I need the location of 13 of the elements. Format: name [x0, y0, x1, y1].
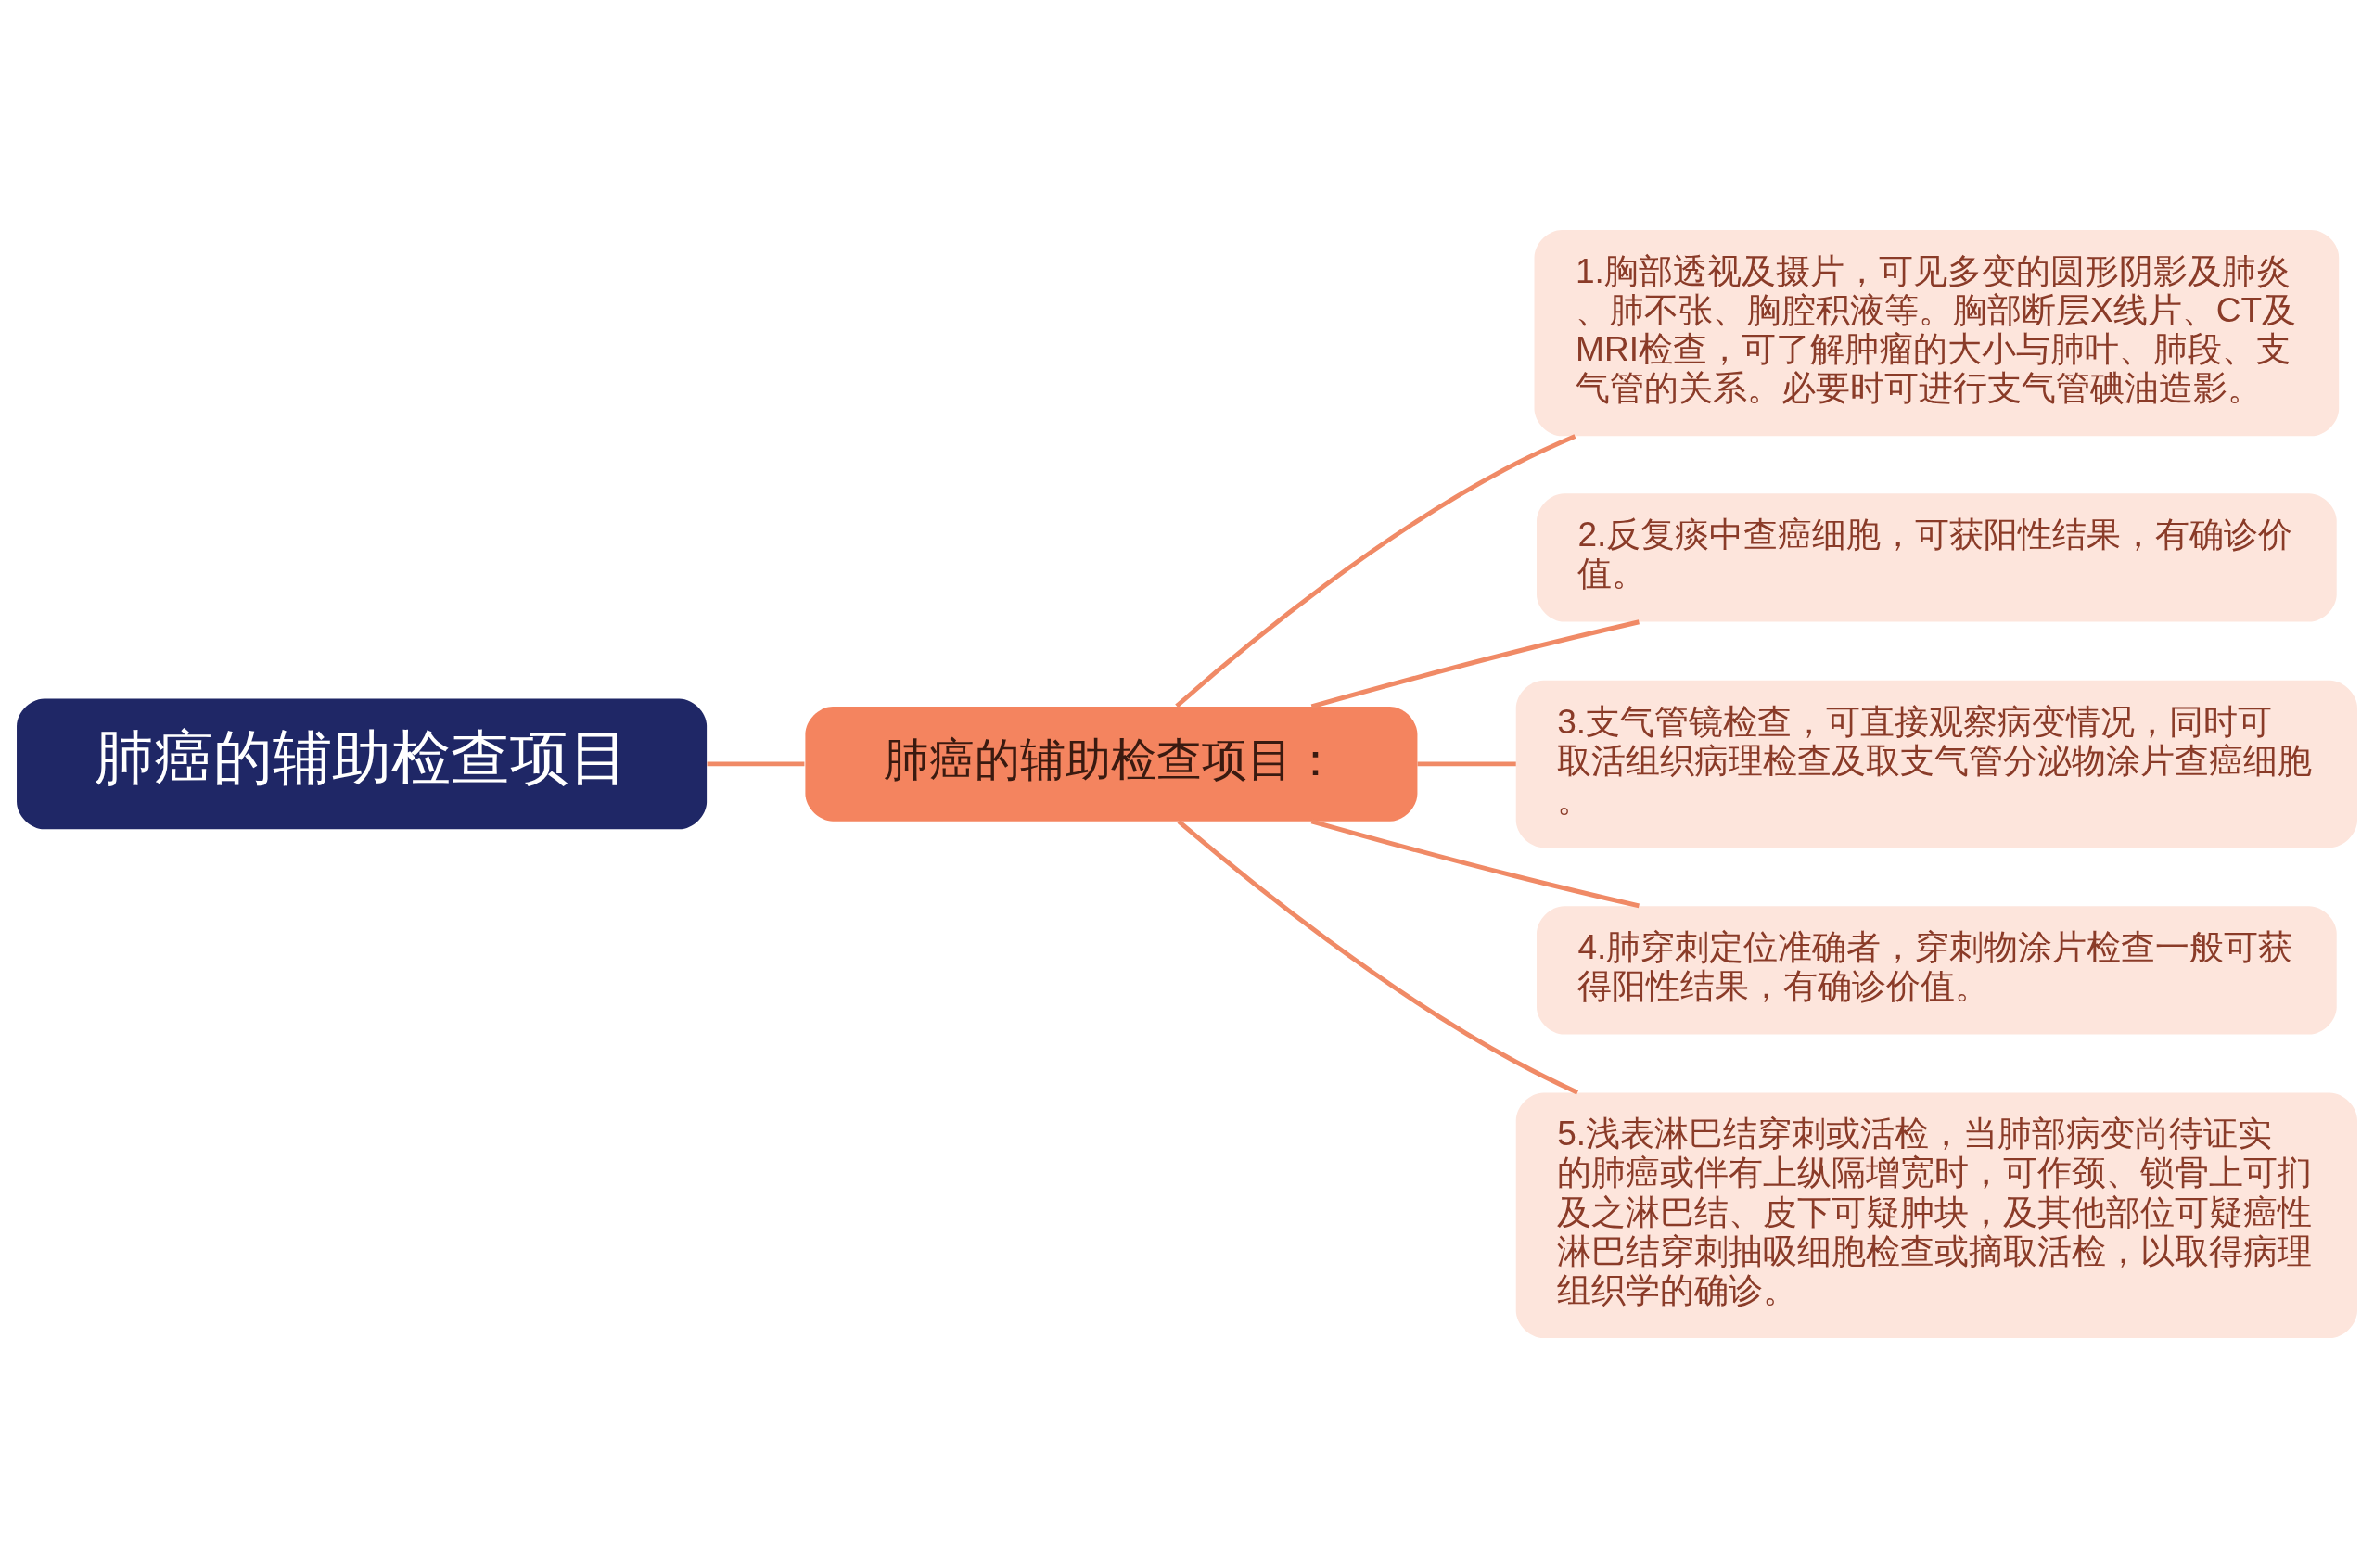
node-box: 4.肺穿刺定位准确者，穿刺物涂片检查一般可获得阳性结果，有确诊价值。 [1537, 906, 2337, 1035]
node-box: 2.反复痰中查癌细胞，可获阳性结果，有确诊价值。 [1537, 493, 2337, 622]
connector [1417, 761, 1516, 767]
node-box: 5.浅表淋巴结穿刺或活检，当肺部病变尚待证实的肺癌或伴有上纵隔增宽时，可作颈、锁骨上可扪及之淋巴结、皮下可疑肿块，及其他部位可疑癌性淋巴结穿刺抽吸细胞检查或摘取活检，以取得病理组织学的确诊。 [1515, 1092, 2357, 1339]
connector [1310, 619, 1640, 709]
connector [707, 761, 805, 767]
connector [1177, 819, 1579, 1095]
connector [1175, 434, 1576, 708]
node-box: 肺癌的辅助检查项目 [17, 698, 708, 830]
node-box: 肺癌的辅助检查项目： [805, 707, 1418, 822]
node-box: 1.胸部透视及摄片，可见多变的圆形阴影及肺炎、肺不张、胸腔积液等。胸部断层X线片、CT及MRI检查，可了解肿瘤的大小与肺叶、肺段、支气管的关系。必要时可进行支气管碘油造影。 [1534, 229, 2340, 437]
connector [1310, 819, 1640, 909]
node-box: 3.支气管镜检查，可直接观察病变情况，同时可取活组织病理检查及取支气管分泌物涂片查癌细胞。 [1515, 680, 2357, 848]
